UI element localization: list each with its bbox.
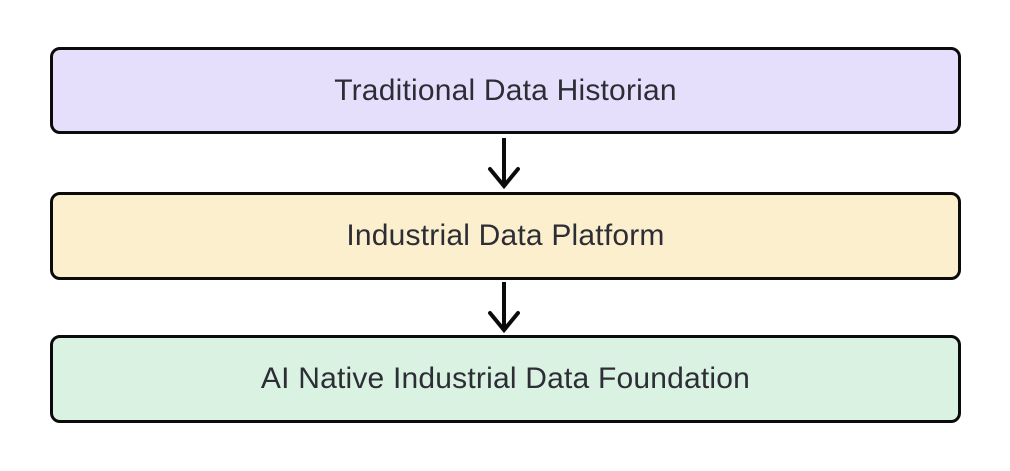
node-label-ai-native-industrial-data-foundation: AI Native Industrial Data Foundation [260, 362, 751, 395]
node-label-industrial-data-platform: Industrial Data Platform [346, 219, 665, 252]
node-label-traditional-data-historian: Traditional Data Historian [334, 73, 677, 107]
node-traditional-data-historian: Traditional Data Historian [50, 47, 961, 134]
node-industrial-data-platform: Industrial Data Platform [50, 192, 961, 280]
arrow-down-icon [487, 137, 521, 189]
arrow-down-icon [487, 281, 521, 333]
node-ai-native-industrial-data-foundation: AI Native Industrial Data Foundation [50, 335, 961, 423]
